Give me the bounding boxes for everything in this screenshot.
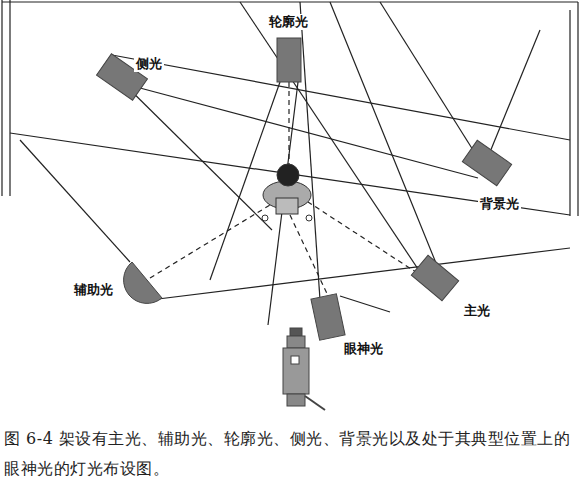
light-label: 辅助光 [72,282,115,298]
light-label: 背景光 [478,196,521,212]
light-label: 眼神光 [342,341,385,357]
light-label: 轮廓光 [267,14,310,30]
light-label: 侧光 [134,56,164,72]
figure-caption: 图 6-4 架设有主光、辅助光、轮廓光、侧光、背景光以及处于其典型位置上的眼神光… [4,424,578,484]
light-label: 主光 [462,303,492,319]
